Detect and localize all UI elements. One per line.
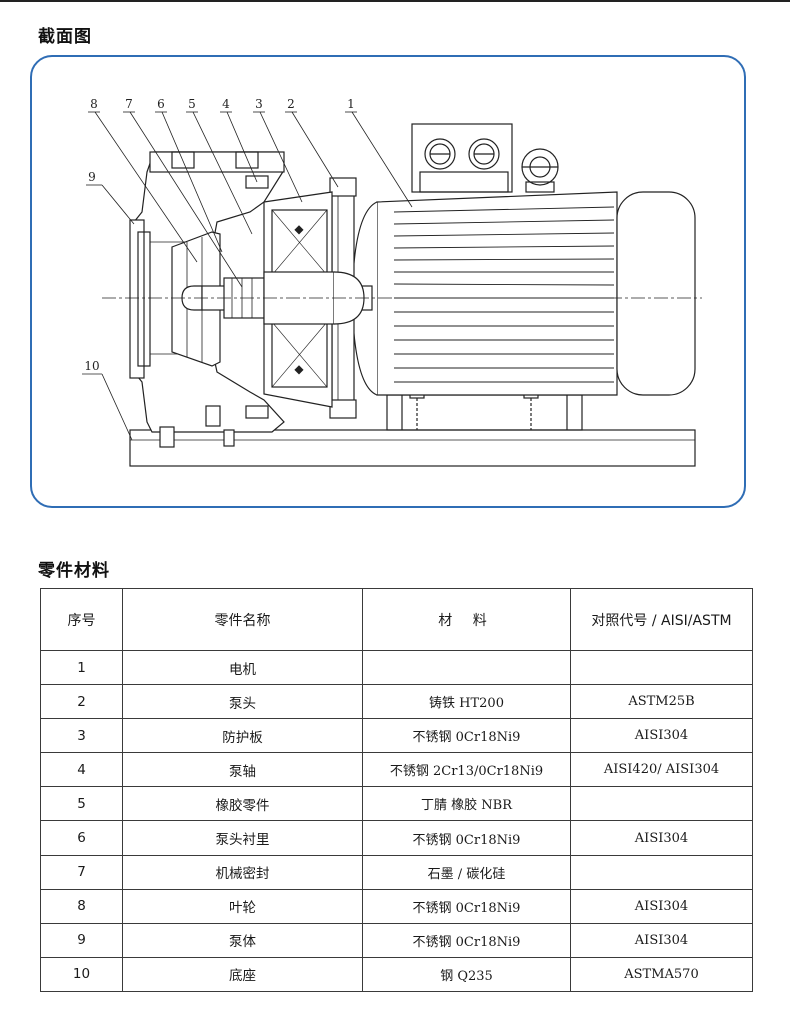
cell-name: 泵头 bbox=[122, 684, 363, 720]
cell-name: 底座 bbox=[122, 956, 363, 993]
table-header-row: 序号 零件名称 材 料 对照代号 / AISI/ASTM bbox=[40, 588, 753, 651]
callout-9: 9 bbox=[88, 170, 96, 184]
cell-no: 2 bbox=[40, 684, 123, 720]
callout-2: 2 bbox=[287, 97, 295, 111]
motor-body bbox=[351, 191, 696, 396]
callout-10: 10 bbox=[84, 359, 99, 373]
cell-material: 不锈钢 0Cr18Ni9 bbox=[362, 718, 571, 754]
cell-standard: ASTM25B bbox=[570, 684, 753, 720]
cell-standard: AISI420/ AISI304 bbox=[570, 752, 753, 788]
callout-8: 8 bbox=[90, 97, 98, 111]
cell-no: 8 bbox=[40, 888, 123, 924]
cell-name: 泵体 bbox=[122, 922, 363, 958]
header-standard: 对照代号 / AISI/ASTM bbox=[570, 588, 753, 651]
cell-standard bbox=[570, 786, 753, 822]
cell-material: 铸铁 HT200 bbox=[362, 684, 571, 720]
cell-name: 机械密封 bbox=[122, 854, 363, 890]
motor-support bbox=[386, 394, 583, 431]
table-row: 9 泵体 不锈钢 0Cr18Ni9 AISI304 bbox=[40, 922, 753, 958]
cell-no: 3 bbox=[40, 718, 123, 754]
table-row: 3 防护板 不锈钢 0Cr18Ni9 AISI304 bbox=[40, 718, 753, 754]
cell-no: 7 bbox=[40, 854, 123, 890]
section-title-parts: 零件材料 bbox=[38, 561, 110, 581]
cell-standard: AISI304 bbox=[570, 820, 753, 856]
callout-3: 3 bbox=[255, 97, 263, 111]
cell-material: 钢 Q235 bbox=[362, 956, 571, 993]
pump-cross-section-drawing: ◆ ◆ bbox=[82, 97, 702, 467]
cell-standard: ASTMA570 bbox=[570, 956, 753, 993]
cell-name: 电机 bbox=[122, 649, 363, 686]
table-row: 10 底座 钢 Q235 ASTMA570 bbox=[40, 956, 753, 993]
section-title-diagram: 截面图 bbox=[38, 27, 92, 47]
cell-no: 10 bbox=[40, 956, 123, 993]
cell-no: 6 bbox=[40, 820, 123, 856]
cell-name: 泵轴 bbox=[122, 752, 363, 788]
top-rule bbox=[0, 0, 790, 2]
diagram-frame: ◆ ◆ bbox=[30, 55, 746, 508]
cell-standard bbox=[570, 854, 753, 890]
table-row: 8 叶轮 不锈钢 0Cr18Ni9 AISI304 bbox=[40, 888, 753, 924]
base-plate bbox=[129, 429, 696, 467]
cell-material: 不锈钢 0Cr18Ni9 bbox=[362, 888, 571, 924]
table-row: 6 泵头衬里 不锈钢 0Cr18Ni9 AISI304 bbox=[40, 820, 753, 856]
cell-material: 不锈钢 0Cr18Ni9 bbox=[362, 922, 571, 958]
terminal-box bbox=[411, 123, 559, 193]
table-row: 7 机械密封 石墨 / 碳化硅 bbox=[40, 854, 753, 890]
svg-text:◆: ◆ bbox=[294, 362, 304, 376]
cell-material: 石墨 / 碳化硅 bbox=[362, 854, 571, 890]
cell-no: 4 bbox=[40, 752, 123, 788]
impeller bbox=[171, 231, 221, 367]
header-material: 材 料 bbox=[362, 588, 571, 651]
table-row: 1 电机 bbox=[40, 649, 753, 686]
pump-casing bbox=[129, 151, 285, 433]
cell-name: 泵头衬里 bbox=[122, 820, 363, 856]
cell-material: 丁腈 橡胶 NBR bbox=[362, 786, 571, 822]
cell-no: 1 bbox=[40, 649, 123, 686]
table-row: 4 泵轴 不锈钢 2Cr13/0Cr18Ni9 AISI420/ AISI304 bbox=[40, 752, 753, 788]
cell-no: 9 bbox=[40, 922, 123, 958]
parts-materials-table: 序号 零件名称 材 料 对照代号 / AISI/ASTM 1 电机 2 泵头 铸… bbox=[40, 588, 753, 993]
cell-name: 叶轮 bbox=[122, 888, 363, 924]
table-row: 5 橡胶零件 丁腈 橡胶 NBR bbox=[40, 786, 753, 822]
callout-7: 7 bbox=[125, 97, 133, 111]
cell-material: 不锈钢 0Cr18Ni9 bbox=[362, 820, 571, 856]
callout-4: 4 bbox=[222, 97, 230, 111]
cell-material bbox=[362, 649, 571, 686]
cell-standard: AISI304 bbox=[570, 922, 753, 958]
cell-material: 不锈钢 2Cr13/0Cr18Ni9 bbox=[362, 752, 571, 788]
callout-5: 5 bbox=[188, 97, 196, 111]
cell-standard bbox=[570, 649, 753, 686]
header-part-name: 零件名称 bbox=[122, 588, 363, 651]
callout-6: 6 bbox=[157, 97, 165, 111]
cell-name: 防护板 bbox=[122, 718, 363, 754]
cell-name: 橡胶零件 bbox=[122, 786, 363, 822]
header-no: 序号 bbox=[40, 588, 123, 651]
cell-no: 5 bbox=[40, 786, 123, 822]
cell-standard: AISI304 bbox=[570, 718, 753, 754]
svg-text:◆: ◆ bbox=[294, 222, 304, 236]
callout-1: 1 bbox=[347, 97, 355, 111]
table-row: 2 泵头 铸铁 HT200 ASTM25B bbox=[40, 684, 753, 720]
cell-standard: AISI304 bbox=[570, 888, 753, 924]
